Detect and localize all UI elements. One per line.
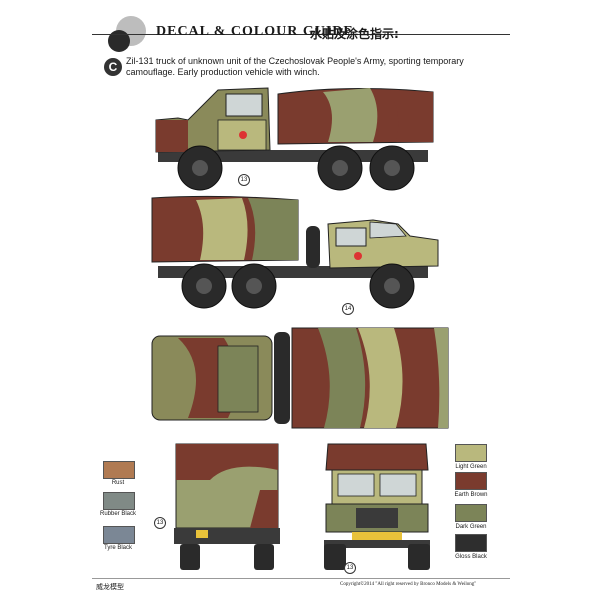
swatch-rubber-black — [103, 492, 135, 510]
truck-side-view-cab-right — [151, 195, 439, 309]
truck-side-view-cab-left — [155, 87, 434, 191]
header-decor-circle-small — [108, 30, 130, 52]
callout-side-right: 14 — [342, 303, 354, 315]
truck-top-view — [151, 327, 449, 429]
swatch-tyre-black — [103, 526, 135, 544]
header-rule — [92, 34, 510, 35]
page-title: DECAL & COLOUR GUIDE — [156, 24, 354, 39]
callout-side-left: 13 — [238, 174, 250, 186]
callout-rear: 13 — [154, 517, 166, 529]
swatch-dark-green-label: Dark Green — [455, 524, 487, 530]
footer-rule — [92, 578, 510, 579]
footer-brand: 威龙模型 — [96, 583, 124, 591]
swatch-earth-brown — [455, 472, 487, 490]
swatch-light-green — [455, 444, 487, 462]
swatch-tyre-black-label: Tyre Black — [103, 545, 132, 551]
swatch-gloss-black-label: Gloss Black — [455, 554, 487, 560]
profile-badge: C — [104, 58, 122, 76]
callout-front: 13 — [344, 562, 356, 574]
swatch-gloss-black — [455, 534, 487, 552]
truck-rear-view — [174, 443, 280, 570]
swatch-earth-brown-label: Earth Brown — [454, 492, 488, 498]
swatch-light-green-label: Light Green — [455, 464, 487, 470]
swatch-rust-label: Rust — [111, 480, 125, 486]
page-title-cn: 水贴及涂色指示: — [310, 27, 399, 41]
swatch-dark-green — [455, 504, 487, 522]
profile-description: Zil-131 truck of unknown unit of the Cze… — [126, 56, 464, 77]
swatch-rubber-black-label: Rubber Black — [99, 511, 137, 517]
swatch-rust — [103, 461, 135, 479]
truck-front-view — [324, 443, 430, 570]
footer-copyright: Copyright©2014 "All right reserved by Br… — [340, 582, 477, 587]
